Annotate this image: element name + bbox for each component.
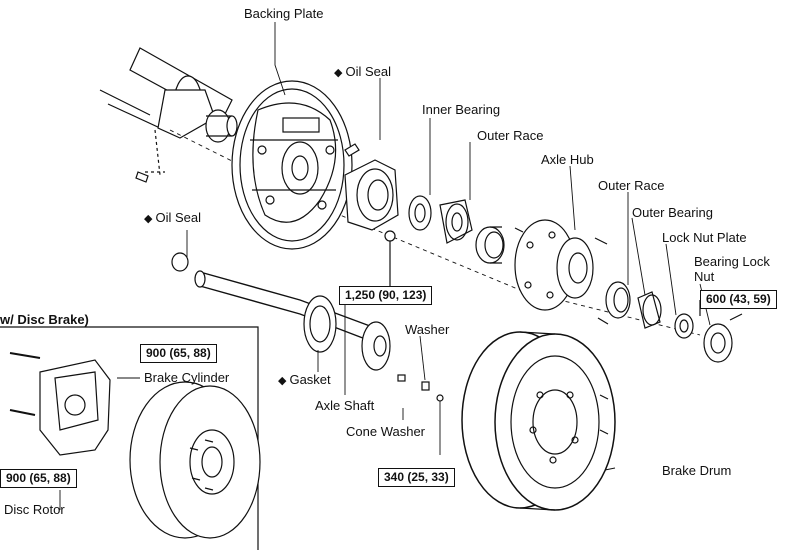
outer-race-label-1: Outer Race — [477, 128, 544, 143]
outer-bearing-label: Outer Bearing — [632, 205, 713, 220]
washer-label: Washer — [405, 322, 450, 337]
outer-race-part-1 — [475, 226, 505, 264]
axle-hub-part — [514, 219, 609, 325]
brake-caliper-part — [9, 352, 111, 456]
lock-nut-plate-label: Lock Nut Plate — [662, 230, 747, 245]
brake-drum-part — [461, 331, 616, 511]
cone-washer-label: Cone Washer — [346, 424, 425, 439]
inner-bearing-part — [408, 195, 473, 244]
oil-seal-top-text: Oil Seal — [345, 64, 391, 79]
bearing-lock-nut-line2: Nut — [694, 269, 715, 284]
gasket-text: Gasket — [289, 372, 331, 387]
backing-plate — [231, 80, 360, 250]
leader-lines — [59, 22, 711, 510]
outer-race-label-2: Outer Race — [598, 178, 665, 193]
outer-race-part-2 — [605, 281, 631, 319]
brake-cylinder-label: Brake Cylinder — [144, 370, 230, 385]
inner-bearing-label: Inner Bearing — [422, 102, 501, 117]
replace-diamond-icon: ◆ — [144, 213, 153, 225]
replace-diamond-icon: ◆ — [278, 375, 287, 387]
oil-seal-left-text: Oil Seal — [155, 210, 201, 225]
brake-drum-label: Brake Drum — [662, 463, 732, 478]
torque-caliper-top: 900 (65, 88) — [140, 344, 217, 363]
disc-brake-section-title: w/ Disc Brake) — [0, 312, 89, 327]
gasket-label: ◆Gasket — [278, 372, 331, 389]
bearing-lock-nut-label: Bearing Lock Nut — [694, 254, 770, 284]
disc-rotor-label: Disc Rotor — [4, 502, 65, 517]
torque-drum-nut: 340 (25, 33) — [378, 468, 455, 487]
lock-nut-plate-part — [674, 313, 694, 339]
disc-rotor-part — [129, 381, 261, 539]
washer-parts — [397, 374, 444, 402]
torque-lock-nut: 600 (43, 59) — [700, 290, 777, 309]
torque-hub-nut: 1,250 (90, 123) — [339, 286, 433, 305]
bearing-retainer — [344, 159, 399, 290]
outer-bearing-part — [637, 291, 662, 329]
replace-diamond-icon: ◆ — [334, 67, 343, 79]
bearing-lock-nut-line1: Bearing Lock — [694, 254, 770, 269]
axle-hub-label: Axle Hub — [541, 152, 594, 167]
bearing-lock-nut-part — [699, 300, 743, 363]
torque-caliper-bottom: 900 (65, 88) — [0, 469, 77, 488]
oil-seal-left-label: ◆Oil Seal — [144, 210, 201, 227]
oil-seal-top-label: ◆Oil Seal — [334, 64, 391, 81]
axle-housing — [99, 47, 238, 183]
axle-shaft-label: Axle Shaft — [315, 398, 375, 413]
backing-plate-label: Backing Plate — [244, 6, 324, 21]
